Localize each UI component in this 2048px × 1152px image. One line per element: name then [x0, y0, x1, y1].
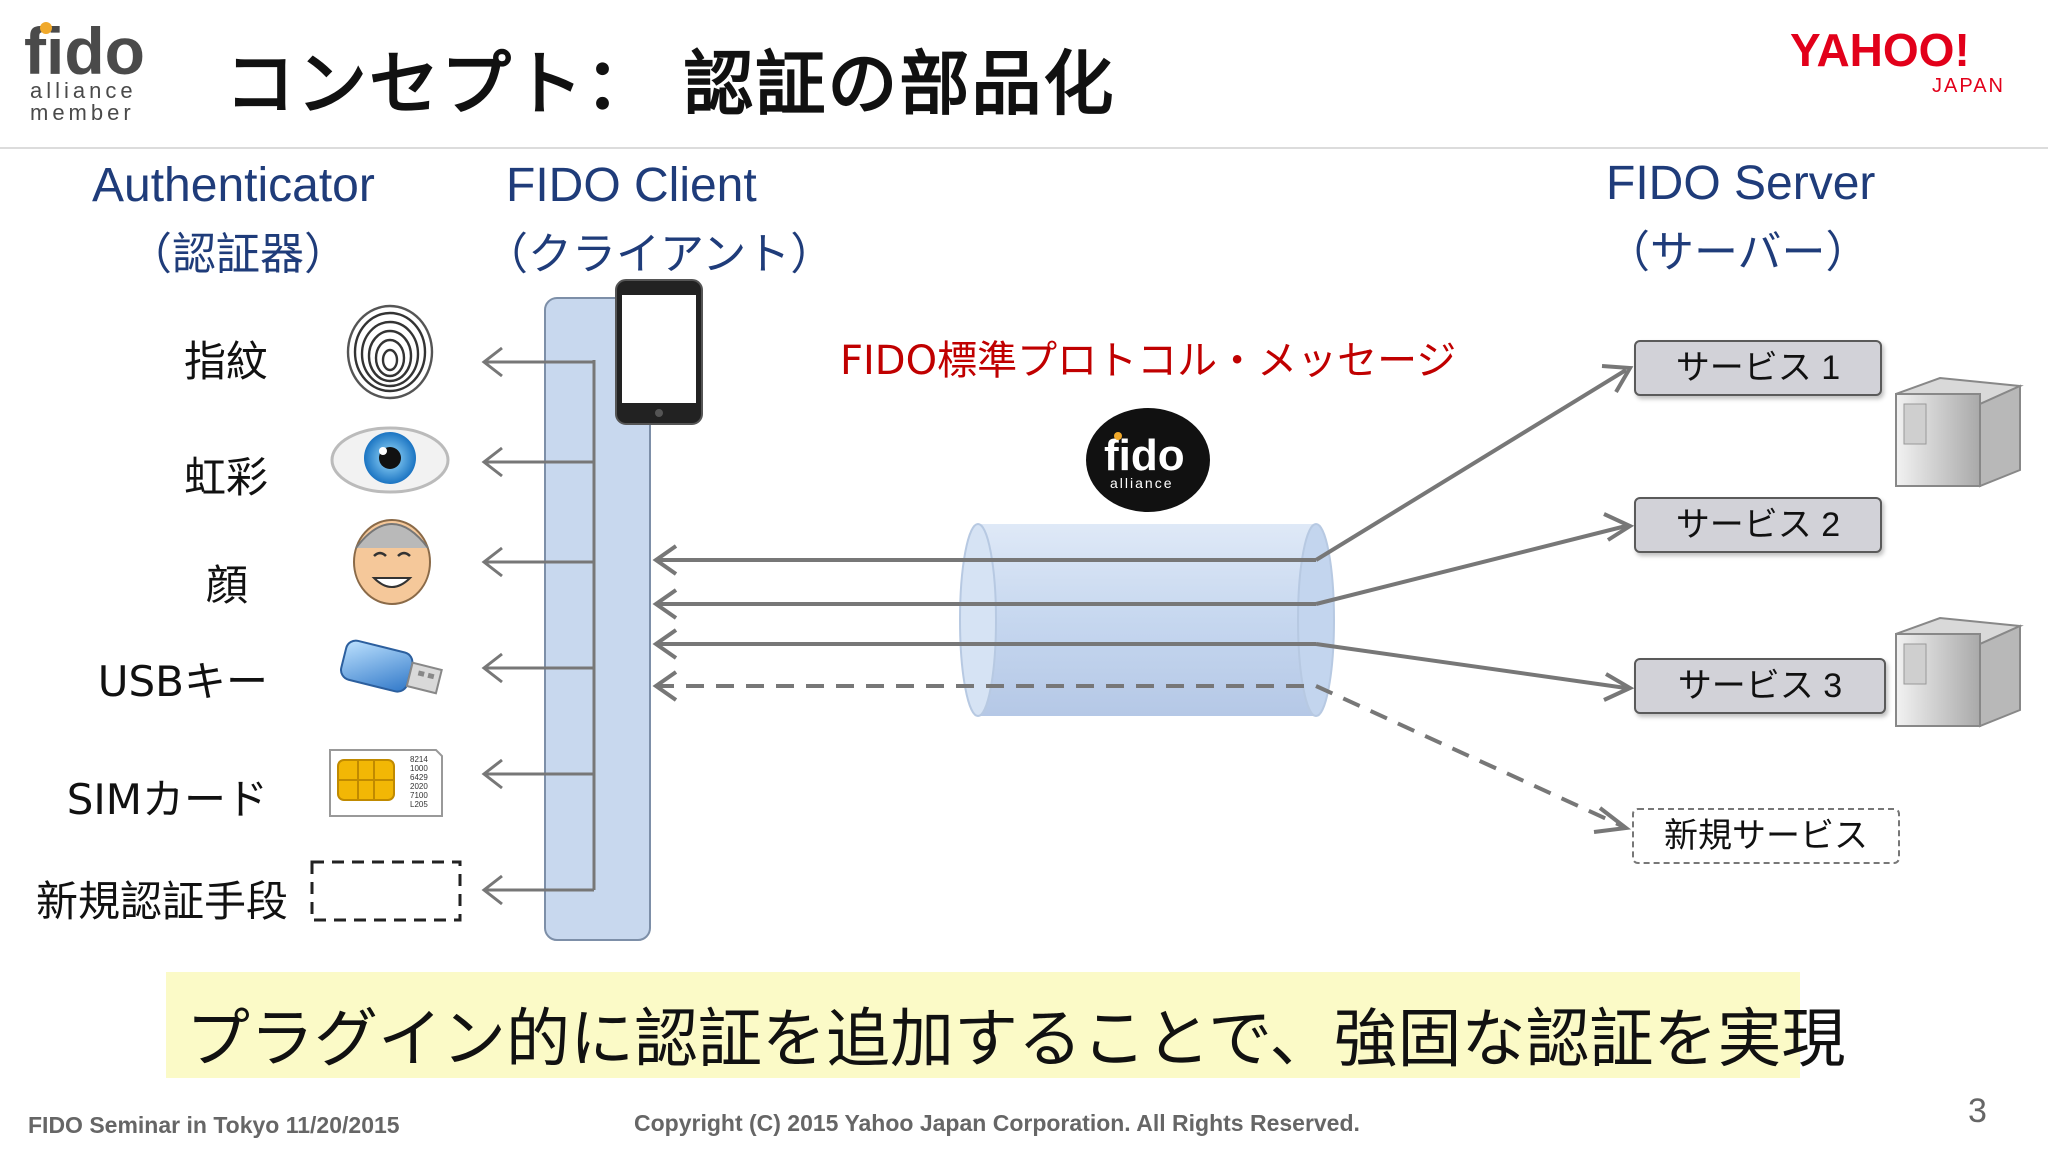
yahoo-japan-text: JAPAN [1932, 75, 2005, 97]
header-divider [0, 147, 2048, 149]
client-subtitle: （クライアント） [484, 229, 835, 280]
service-label-3: サービス 3 [1677, 667, 1843, 705]
fido-logo-line1: alliance [30, 78, 137, 103]
service-label-2: サービス 2 [1675, 506, 1841, 544]
footer-seminar: FIDO Seminar in Tokyo 11/20/2015 [28, 1112, 400, 1138]
summary-banner [166, 972, 1800, 1078]
server-icon [1895, 616, 2024, 728]
server-subtitle: （サーバー） [1606, 227, 1870, 278]
sim-number-6: L205 [410, 800, 428, 809]
page-number: 3 [1968, 1092, 1987, 1130]
sim-card-icon: 8214 1000 6429 2020 7100 L205 [329, 749, 443, 817]
fingerprint-icon [346, 304, 434, 400]
fido-alliance-badge: fido alliance [1084, 400, 1212, 512]
face-icon [353, 519, 431, 605]
client-bar [544, 297, 651, 941]
authenticator-subtitle: （認証器） [128, 229, 348, 280]
yahoo-japan-logo: YAHOO! JAPAN [1786, 22, 2026, 100]
service-label-1: サービス 1 [1675, 349, 1841, 387]
client-title: FIDO Client [506, 159, 757, 212]
authenticator-label-face: 顔 [205, 561, 248, 610]
badge-sub: alliance [1110, 475, 1173, 491]
authenticator-arrows [481, 346, 594, 906]
server-title: FIDO Server [1606, 157, 1876, 210]
summary-banner-text: プラグイン的に認証を追加することで、強固な認証を実現 [186, 1003, 1846, 1077]
service-box-3: サービス 3 [1634, 658, 1886, 714]
authenticator-title: Authenticator [92, 159, 375, 212]
sim-number-4: 2020 [410, 782, 428, 791]
new-service-label: 新規サービス [1664, 816, 1868, 856]
sim-number-5: 7100 [410, 791, 428, 800]
protocol-arrows [652, 544, 1316, 702]
service-box-1: サービス 1 [1634, 340, 1882, 396]
fido-logo-line2: member [30, 100, 135, 124]
new-service-box: 新規サービス [1632, 808, 1900, 864]
footer-copyright: Copyright (C) 2015 Yahoo Japan Corporati… [634, 1110, 1360, 1136]
server-icon [1895, 376, 2024, 488]
service-arrows [1314, 364, 1635, 834]
eye-icon [330, 426, 450, 494]
yahoo-wordmark: YAHOO! [1790, 24, 1970, 76]
authenticator-label-fingerprint: 指紋 [183, 337, 268, 386]
protocol-label: FIDO標準プロトコル・メッセージ [840, 338, 1457, 384]
sim-number-2: 1000 [410, 764, 428, 773]
authenticator-label-iris: 虹彩 [183, 453, 268, 502]
authenticator-label-sim: SIMカード [66, 775, 268, 824]
sim-number-1: 8214 [410, 755, 428, 764]
sim-number-3: 6429 [410, 773, 428, 782]
authenticator-label-usb: USBキー [97, 657, 268, 706]
fido-alliance-member-logo: fido alliance member [20, 14, 180, 125]
smartphone-icon [615, 279, 703, 425]
service-box-2: サービス 2 [1634, 497, 1882, 553]
dashed-placeholder-icon [310, 860, 462, 922]
usb-key-icon [340, 639, 443, 695]
page-title: コンセプト： 認証の部品化 [225, 43, 1116, 125]
authenticator-label-new: 新規認証手段 [35, 877, 288, 926]
